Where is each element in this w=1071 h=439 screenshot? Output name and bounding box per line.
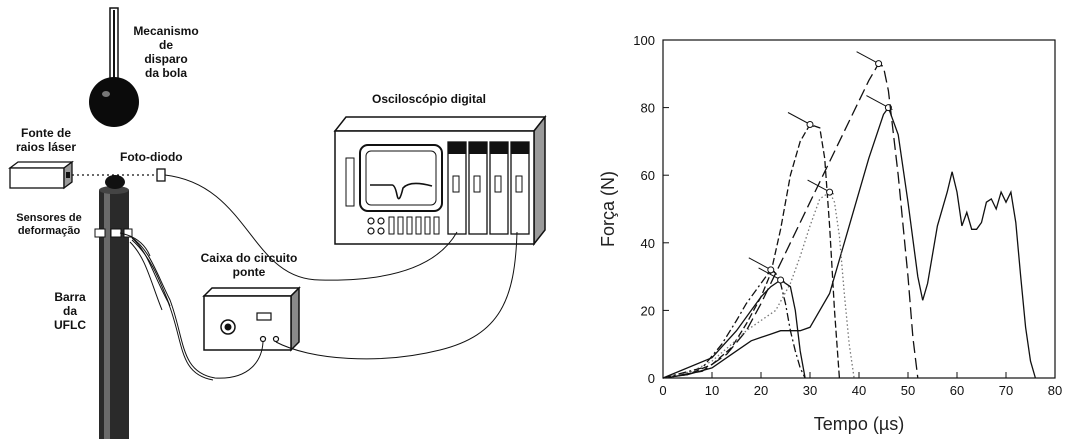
digital-oscilloscope: [333, 114, 547, 247]
x-tick-label: 60: [950, 383, 964, 398]
laser-source-label: Fonte de raios láser: [15, 126, 77, 154]
bridge-circuit-box: [202, 286, 301, 352]
force-time-chart: 0 10 20 30 40 50 60 70 80 0 20 40 60 80 100 Tempo (µs)…: [598, 33, 1062, 434]
force-curve-1: [662, 106, 1037, 379]
force-curve-2: [662, 123, 841, 379]
laser-source: [8, 160, 74, 190]
strain-gauges: [94, 228, 133, 238]
x-axis-label: Tempo (µs): [814, 414, 904, 434]
oscilloscope-channel-modules: [447, 141, 530, 235]
uflc-bar-label: Barra da UFLC: [54, 290, 86, 332]
peak-marker-4: [826, 188, 834, 196]
ball-launch-mechanism: [89, 7, 139, 127]
signal-cables: [119, 174, 518, 381]
photodiode: [156, 168, 166, 182]
uflc-bar: [99, 175, 129, 439]
x-tick-label: 80: [1048, 383, 1062, 398]
x-tick-label: 40: [852, 383, 866, 398]
y-tick-label: 100: [633, 33, 655, 48]
x-tick-label: 0: [659, 383, 666, 398]
experimental-setup-diagram: [8, 7, 547, 439]
peak-marker-2: [806, 121, 814, 128]
x-tick-label: 70: [999, 383, 1013, 398]
y-tick-label: 0: [648, 371, 655, 386]
y-tick-label: 40: [641, 236, 655, 251]
oscilloscope-label: Osciloscópio digital: [372, 92, 487, 106]
x-tick-label: 20: [754, 383, 768, 398]
force-curve-6: [662, 279, 806, 379]
peak-marker-6: [777, 276, 785, 284]
y-tick-label: 80: [641, 101, 655, 116]
x-tick-label: 10: [705, 383, 719, 398]
y-tick-label: 20: [641, 303, 655, 318]
force-curve-3: [662, 62, 919, 379]
y-axis-label: Força (N): [598, 171, 618, 247]
peak-marker-3: [875, 60, 883, 68]
bridge-circuit-box-label: Caixa do circuito ponte: [200, 251, 298, 279]
y-tick-label: 60: [641, 168, 655, 183]
photodiode-label: Foto-diodo: [120, 150, 183, 164]
x-tick-label: 50: [901, 383, 915, 398]
force-curve-4: [662, 191, 855, 379]
peak-marker-5: [767, 266, 775, 274]
force-curve-5: [662, 268, 806, 379]
ball-launch-mechanism-label: Mecanismo de disparo da bola: [133, 24, 199, 80]
x-tick-label: 30: [803, 383, 817, 398]
strain-gauges-label: Sensores de deformação: [16, 212, 82, 237]
